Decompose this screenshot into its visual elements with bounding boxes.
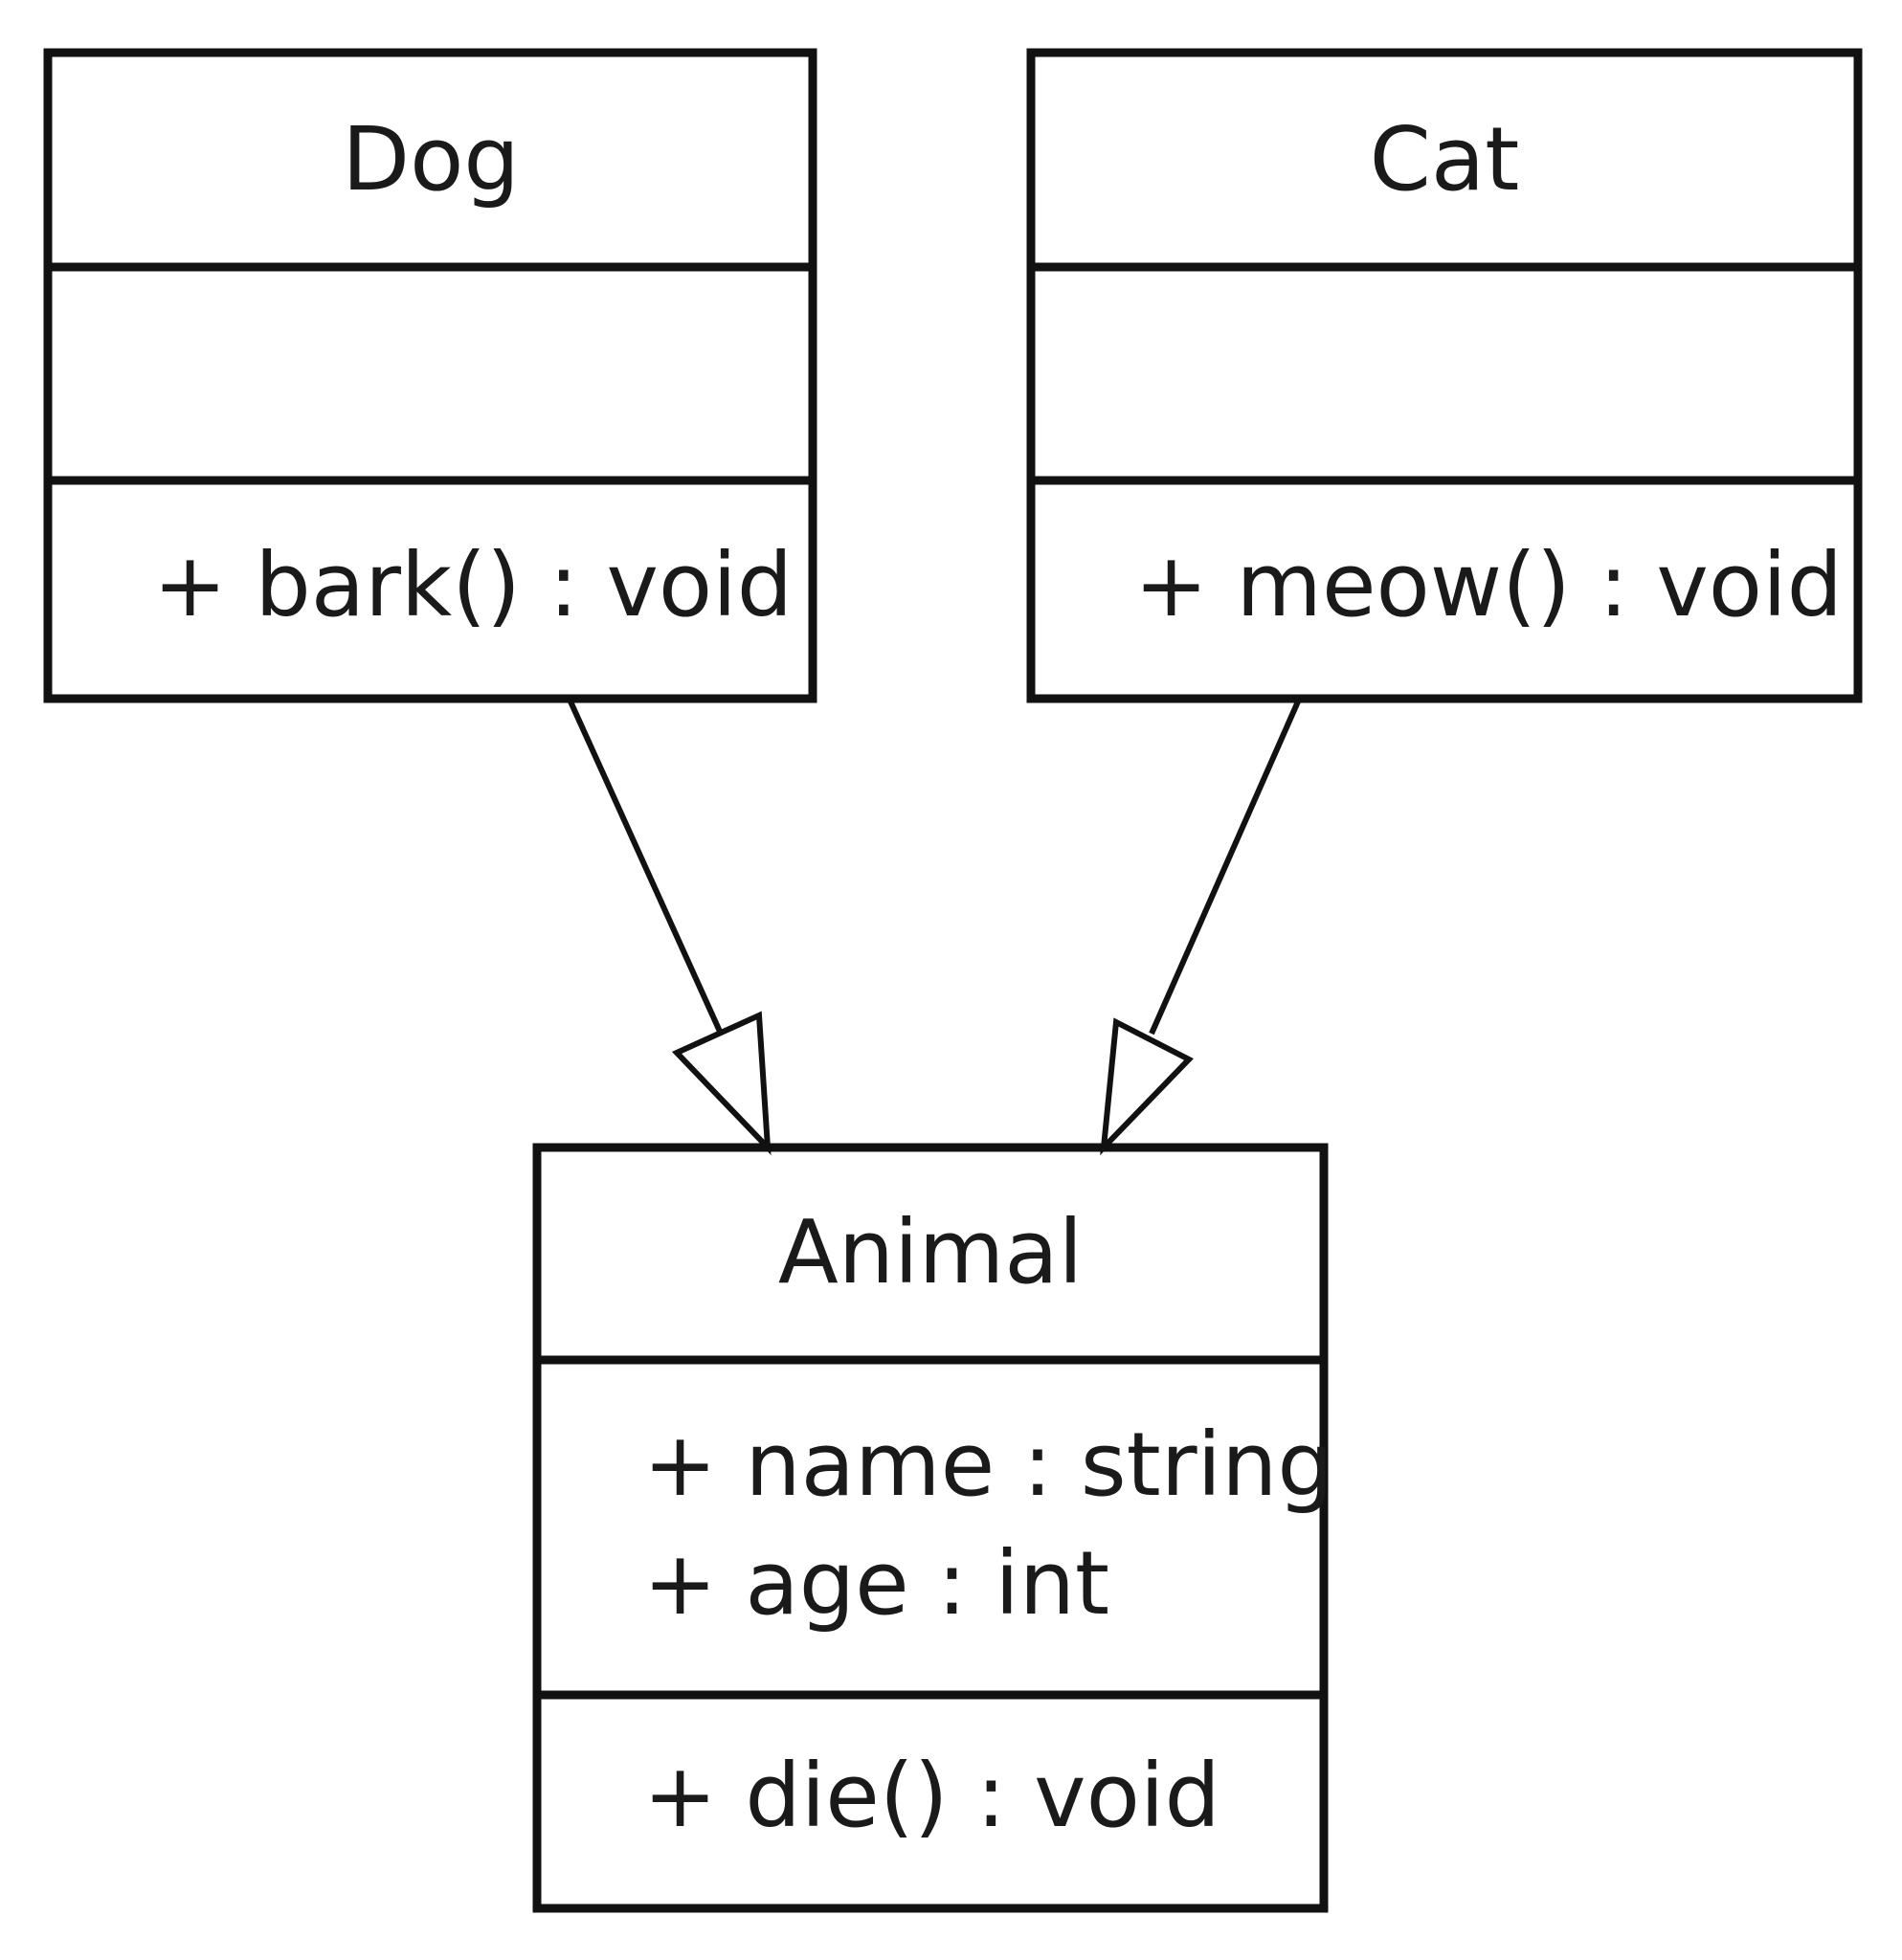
- dog-animal-edge: [568, 700, 724, 1036]
- generalization-cat-animal[interactable]: [1100, 700, 1301, 1156]
- generalization-dog-animal[interactable]: [568, 700, 772, 1156]
- class-animal-name: Animal: [778, 1201, 1083, 1303]
- class-cat[interactable]: Cat + meow() : void: [1026, 48, 1863, 703]
- hollow-triangle-arrowhead-icon: [671, 1011, 772, 1156]
- class-cat-name: Cat: [1370, 108, 1520, 211]
- dog-method-bark: + bark() : void: [153, 534, 793, 636]
- cat-method-meow: + meow() : void: [1134, 534, 1843, 636]
- class-cat-box: [1026, 48, 1863, 703]
- class-animal-box: [532, 1143, 1329, 1913]
- animal-attribute-age: + age : int: [643, 1532, 1109, 1635]
- class-animal[interactable]: Animal + name : string + age : int + die…: [532, 1143, 1333, 1913]
- hollow-triangle-arrowhead-icon: [1100, 1017, 1194, 1156]
- class-dog-box: [43, 48, 817, 703]
- class-dog-name: Dog: [342, 108, 520, 211]
- cat-animal-edge: [1149, 700, 1301, 1036]
- animal-attribute-name: + name : string: [643, 1414, 1333, 1516]
- animal-method-die: + die() : void: [643, 1745, 1220, 1847]
- class-dog[interactable]: Dog + bark() : void: [43, 48, 817, 703]
